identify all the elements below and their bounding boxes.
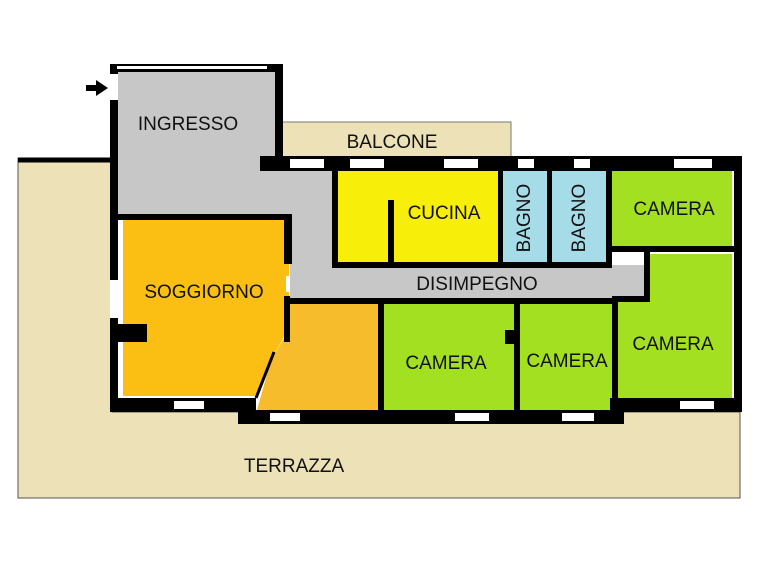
camera-2-area [384, 303, 516, 410]
camera-4-area [618, 254, 732, 402]
label-cucina: CUCINA [408, 203, 481, 224]
label-balcone: BALCONE [347, 132, 438, 153]
label-bagno-1: BAGNO [514, 184, 535, 253]
cucina-area [337, 170, 500, 266]
label-soggiorno: SOGGIORNO [144, 282, 263, 303]
balcone-area [279, 121, 512, 161]
bagno-2-area [552, 170, 608, 266]
windows [110, 66, 714, 421]
annex-room-area [257, 303, 382, 410]
label-disimpegno: DISIMPEGNO [416, 274, 537, 295]
label-terrazza: TERRAZZA [244, 456, 345, 477]
soggiorno-area [123, 220, 289, 396]
label-camera-2: CAMERA [405, 353, 487, 374]
bagno-1-area [502, 170, 548, 266]
ingresso-area [116, 70, 332, 300]
label-bagno-2: BAGNO [569, 184, 590, 253]
disimpegno-area [290, 265, 645, 300]
label-camera-1: CAMERA [633, 199, 715, 220]
label-camera-3: CAMERA [526, 351, 608, 372]
label-camera-4: CAMERA [632, 334, 714, 355]
camera-3-area [520, 303, 614, 410]
label-ingresso: INGRESSO [138, 114, 238, 135]
camera-1-area [612, 170, 732, 250]
arrow-right-icon [86, 80, 108, 96]
